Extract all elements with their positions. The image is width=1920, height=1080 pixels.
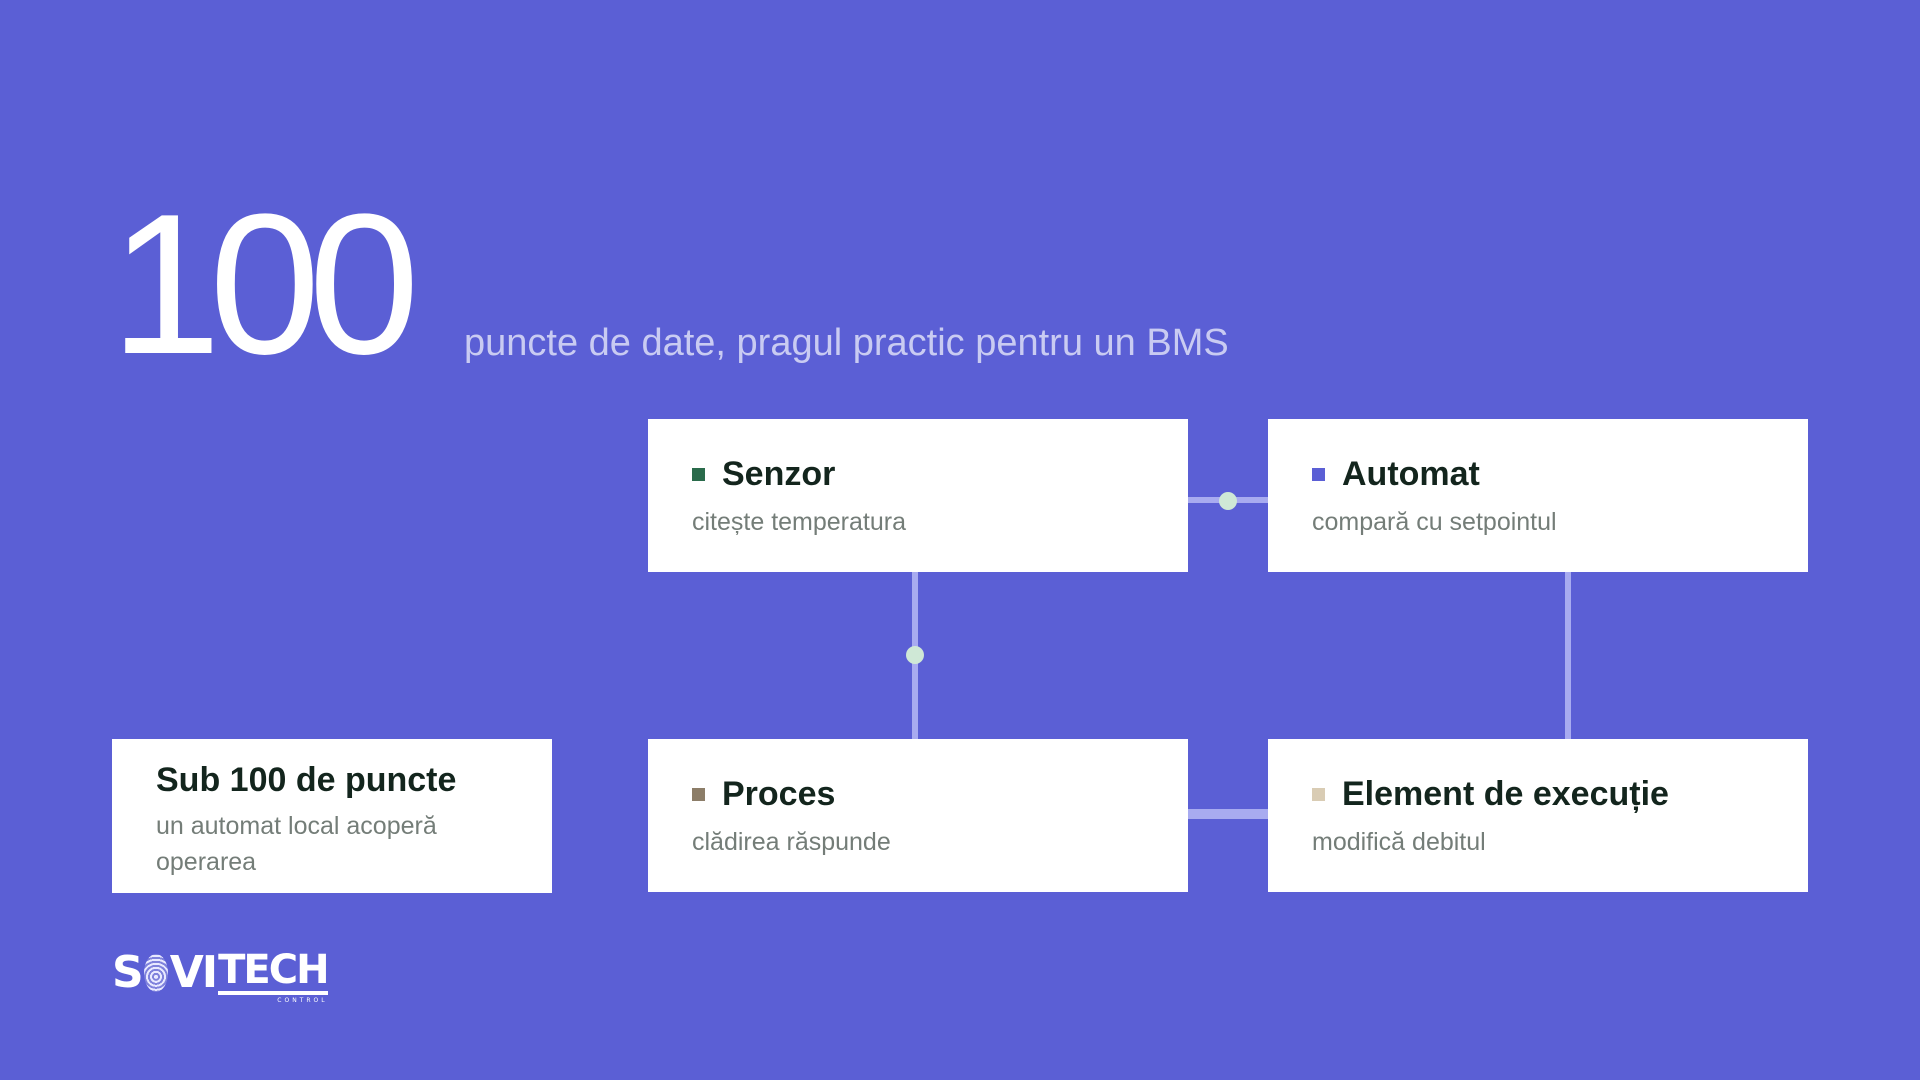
sovitech-logo: S VI TECH CONTROL bbox=[112, 947, 330, 1004]
node-proces-label: Proces bbox=[722, 775, 836, 813]
node-proces-title: Proces bbox=[692, 775, 1144, 814]
senzor-square-icon bbox=[692, 468, 705, 481]
logo-text-vi: VI bbox=[169, 947, 218, 998]
node-proces: Proces clădirea răspunde bbox=[648, 739, 1188, 892]
logo-tech: TECH CONTROL bbox=[218, 947, 330, 1004]
node-element-executie: Element de execuție modifică debitul bbox=[1268, 739, 1808, 892]
side-note-desc: un automat local acoperă operarea bbox=[156, 812, 437, 876]
node-element-title: Element de execuție bbox=[1312, 775, 1764, 814]
side-note-card: Sub 100 de puncte un automat local acope… bbox=[112, 739, 552, 893]
node-automat-desc: compară cu setpointul bbox=[1312, 508, 1557, 536]
node-element-desc: modifică debitul bbox=[1312, 828, 1486, 856]
node-proces-desc: clădirea răspunde bbox=[692, 828, 891, 856]
automat-square-icon bbox=[1312, 468, 1325, 481]
connector-dot-left bbox=[906, 646, 924, 664]
node-element-label: Element de execuție bbox=[1342, 775, 1669, 813]
node-automat: Automat compară cu setpointul bbox=[1268, 419, 1808, 572]
node-senzor: Senzor citește temperatura bbox=[648, 419, 1188, 572]
headline-caption: puncte de date, pragul practic pentru un… bbox=[464, 322, 1229, 364]
node-senzor-title: Senzor bbox=[692, 455, 1144, 494]
connector-dot-top bbox=[1219, 492, 1237, 510]
logo-text-tech: TECH bbox=[218, 947, 330, 995]
node-senzor-label: Senzor bbox=[722, 455, 836, 493]
side-note-title: Sub 100 de puncte bbox=[156, 761, 457, 799]
headline-number: 100 bbox=[110, 173, 420, 396]
node-automat-title: Automat bbox=[1312, 455, 1764, 494]
logo-text-s: S bbox=[112, 947, 144, 998]
element-square-icon bbox=[1312, 788, 1325, 801]
node-senzor-desc: citește temperatura bbox=[692, 508, 906, 536]
fingerprint-icon bbox=[143, 954, 168, 992]
proces-square-icon bbox=[692, 788, 705, 801]
node-automat-label: Automat bbox=[1342, 455, 1480, 493]
logo-tagline: CONTROL bbox=[277, 997, 328, 1004]
